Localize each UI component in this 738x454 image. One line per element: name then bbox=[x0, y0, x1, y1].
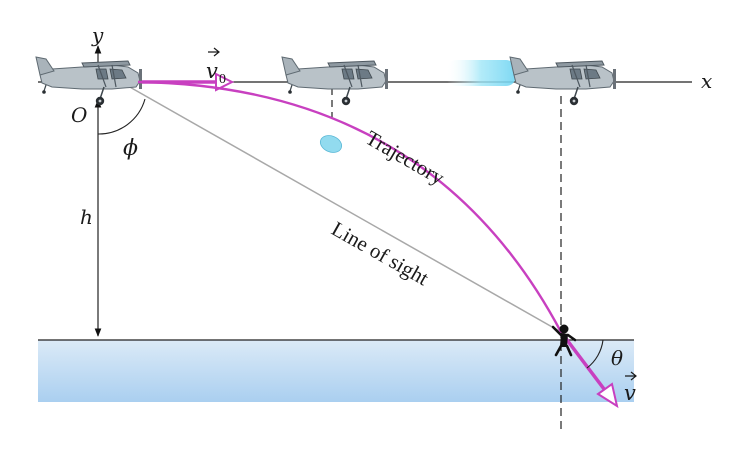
x-axis-label: x bbox=[701, 69, 712, 93]
v0-subscript: 0 bbox=[219, 72, 226, 87]
capsule-icon bbox=[319, 135, 343, 153]
v0-symbol: v bbox=[206, 59, 218, 83]
v0-vector-arrow-icon bbox=[208, 47, 220, 57]
line-of-sight bbox=[127, 85, 562, 333]
water-surface bbox=[38, 340, 634, 402]
person-icon bbox=[551, 324, 577, 357]
airplane-icon bbox=[281, 56, 389, 106]
v-symbol: v bbox=[624, 381, 636, 405]
final-velocity-vector bbox=[559, 330, 606, 391]
phi-label: ϕ bbox=[123, 136, 138, 161]
origin-label: O bbox=[71, 103, 87, 127]
initial-velocity-arrowhead bbox=[215, 72, 235, 92]
theta-label: θ bbox=[611, 346, 623, 370]
theta-angle-arc bbox=[586, 339, 604, 369]
final-velocity-label: v bbox=[624, 371, 637, 405]
final-velocity-arrowhead bbox=[596, 382, 619, 409]
phi-angle-arc bbox=[97, 98, 146, 135]
airplane-icon bbox=[35, 56, 143, 106]
exhaust-blur bbox=[446, 60, 516, 86]
height-label: h bbox=[80, 205, 93, 229]
y-axis-label: y bbox=[91, 23, 104, 47]
v-vector-arrow-icon bbox=[625, 371, 637, 381]
trajectory-curve bbox=[137, 80, 563, 333]
trajectory-label: Trajectory bbox=[362, 126, 450, 190]
initial-velocity-label: v 0 bbox=[206, 47, 226, 87]
line-of-sight-label: Line of sight bbox=[328, 216, 433, 290]
airplane-icon bbox=[509, 56, 617, 106]
